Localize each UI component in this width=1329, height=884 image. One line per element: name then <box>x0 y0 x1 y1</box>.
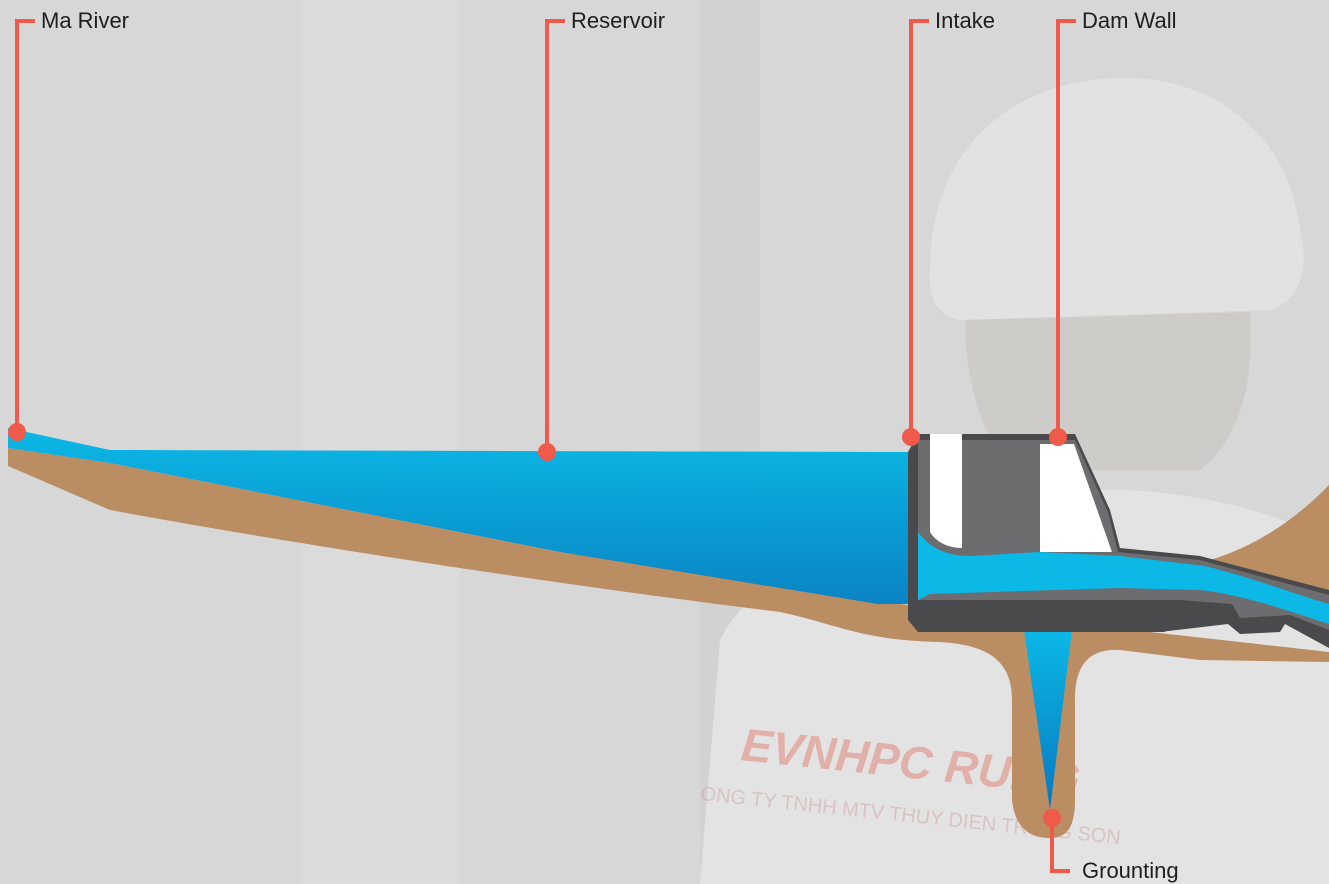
label-ma-river: Ma River <box>41 10 129 32</box>
dot-reservoir <box>538 443 556 461</box>
dot-dam-wall <box>1049 428 1067 446</box>
dot-grounting <box>1043 809 1061 827</box>
dam-foundation <box>918 600 1165 632</box>
dot-intake <box>902 428 920 446</box>
dot-ma-river <box>8 423 26 441</box>
label-grounting: Grounting <box>1082 860 1179 882</box>
label-reservoir: Reservoir <box>571 10 665 32</box>
label-dam-wall: Dam Wall <box>1082 10 1177 32</box>
label-intake: Intake <box>935 10 995 32</box>
dam-gate-left-white <box>930 434 962 548</box>
